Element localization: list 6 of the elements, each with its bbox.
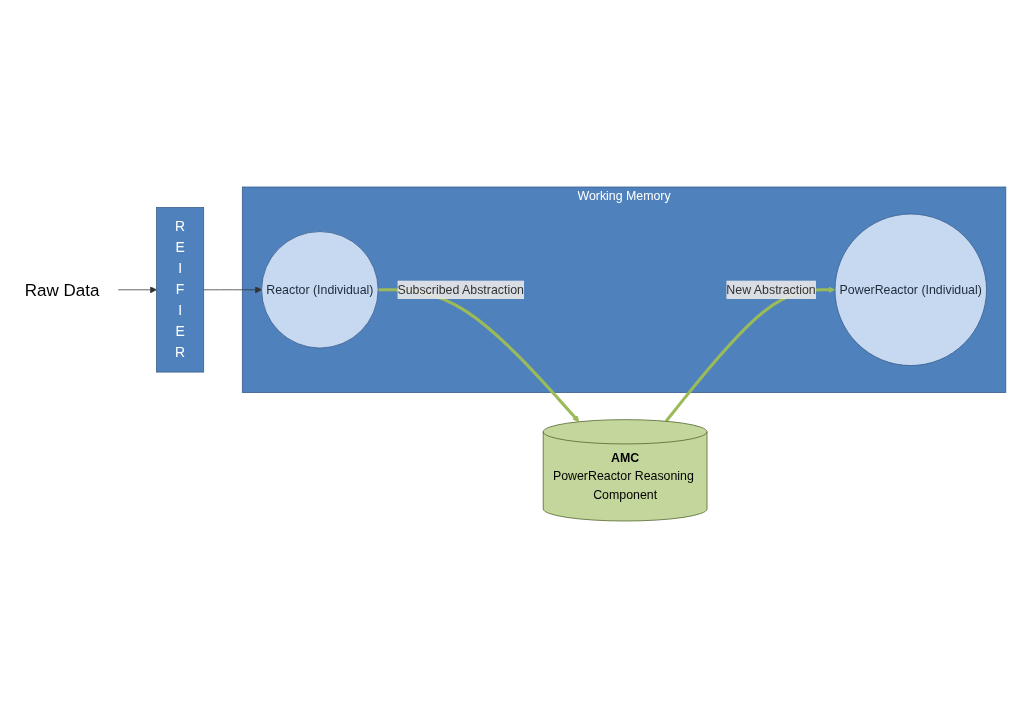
edge-label: New Abstraction <box>726 282 816 296</box>
edge-label: Subscribed Abstraction <box>397 282 524 296</box>
node-circle: Reactor (Individual) <box>261 230 379 348</box>
node-text: Raw Data <box>24 279 100 299</box>
node-box: R E I F I E R <box>156 206 205 372</box>
node-circle: PowerReactor (Individual) <box>834 213 987 366</box>
